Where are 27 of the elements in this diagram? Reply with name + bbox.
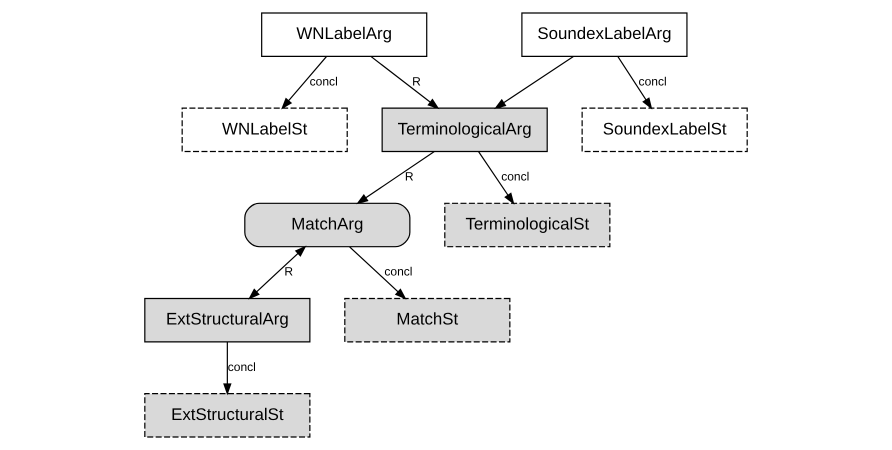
edge-label: concl (384, 264, 412, 279)
arrow (494, 56, 574, 110)
arrow (478, 151, 514, 205)
arrow (248, 246, 306, 300)
node-box: SoundexLabelSt (582, 108, 748, 152)
arrow (370, 56, 440, 110)
edge-label: R (284, 264, 294, 279)
edge-label: concl (638, 74, 667, 88)
node-box: TerminologicalArg (382, 108, 548, 152)
node-box: WNLabelSt (182, 108, 348, 152)
edge-label: concl (310, 74, 338, 88)
node-box: WNLabelArg (261, 12, 428, 57)
edge-label: concl (228, 360, 256, 374)
node-box: ExtStructuralSt (144, 393, 310, 438)
arrow (281, 56, 327, 110)
edge-label: R (412, 74, 421, 88)
node-box: MatchArg (244, 202, 410, 248)
arrow (356, 151, 435, 204)
node-box: ExtStructuralArg (144, 298, 310, 342)
node-box: SoundexLabelArg (521, 12, 688, 57)
node-box: TerminologicalSt (444, 202, 610, 248)
edge-label: R (404, 169, 414, 184)
arrow (617, 56, 652, 110)
edge-label: concl (501, 169, 530, 184)
node-box: MatchSt (344, 298, 510, 342)
arrow (349, 246, 407, 300)
arrow (223, 342, 232, 396)
